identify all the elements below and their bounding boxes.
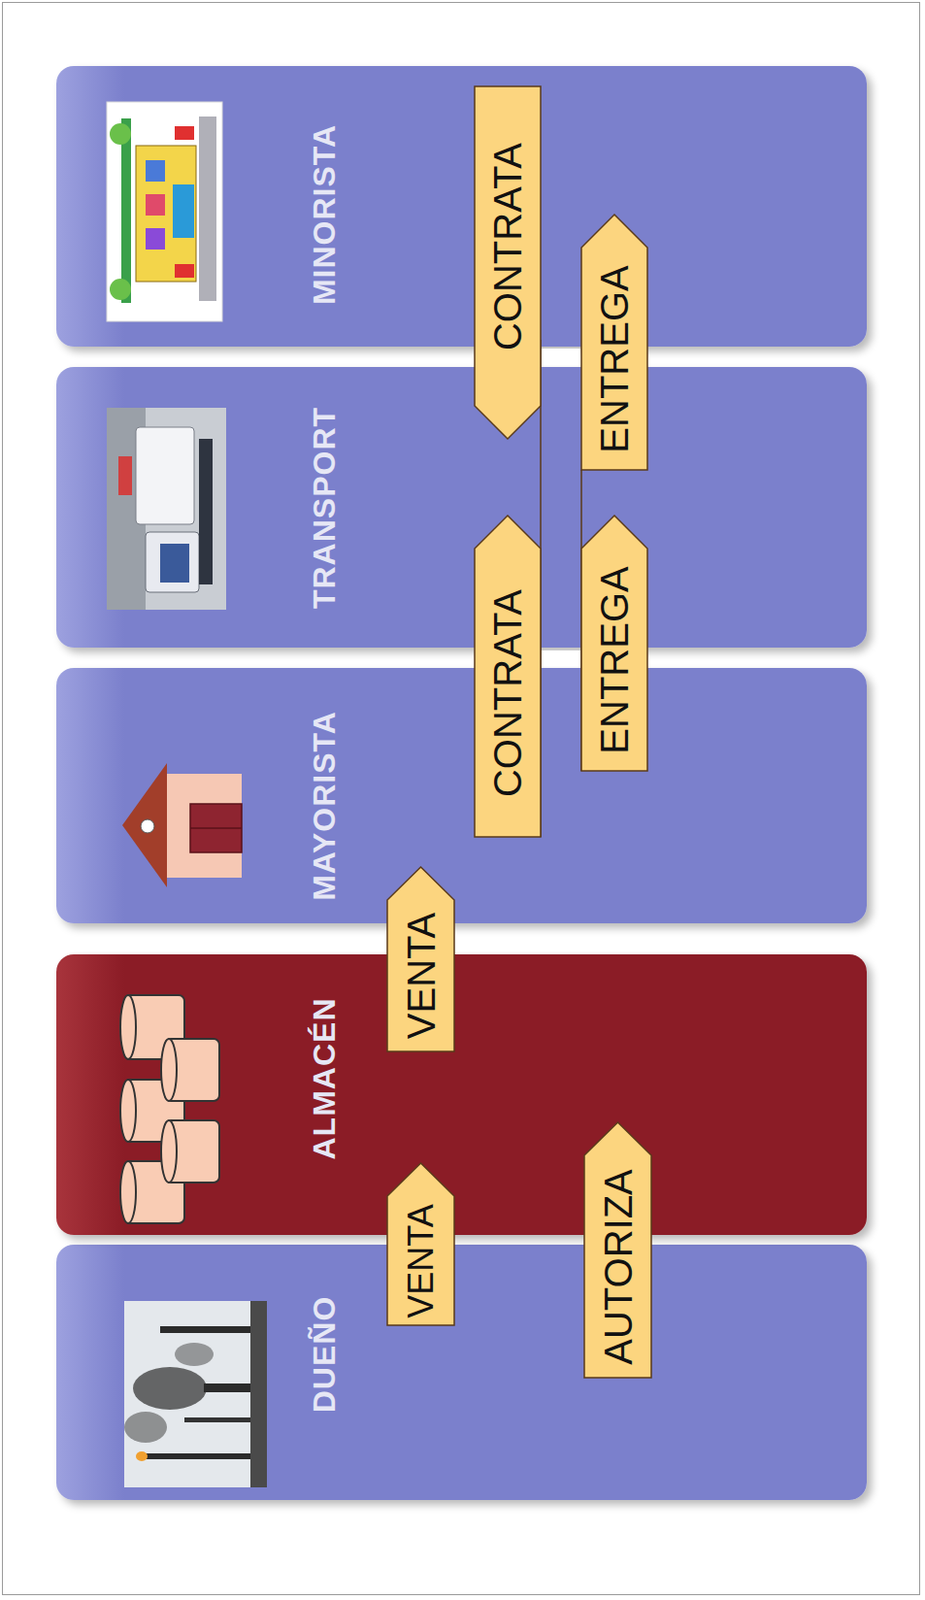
door-line bbox=[190, 826, 242, 829]
stage-band: TRANSPORT bbox=[56, 366, 867, 648]
arrow-tag-fill bbox=[584, 1122, 652, 1378]
tree bbox=[109, 278, 132, 300]
tank bbox=[165, 1038, 220, 1101]
flame bbox=[135, 1451, 148, 1461]
stage-band: MAYORISTA bbox=[56, 667, 867, 924]
canopy bbox=[121, 118, 132, 303]
bridge bbox=[541, 650, 581, 666]
arrow-tag: ENTREGA bbox=[581, 214, 648, 470]
photo-ground bbox=[106, 407, 227, 610]
arrow-tag: CONTRATA bbox=[474, 515, 541, 837]
station-window bbox=[145, 228, 166, 250]
station-illustration bbox=[106, 101, 223, 322]
tree bbox=[109, 123, 132, 145]
bridge bbox=[541, 348, 581, 365]
house-door bbox=[190, 803, 242, 853]
truck-stripe bbox=[118, 456, 133, 496]
tank bbox=[124, 1160, 185, 1223]
tank-cap bbox=[120, 1160, 136, 1223]
trucks-photo bbox=[106, 407, 227, 610]
forecourt bbox=[198, 116, 217, 301]
smoke bbox=[132, 1366, 207, 1410]
tank bbox=[165, 1120, 220, 1183]
house-icon bbox=[122, 762, 242, 888]
arrow-tag: CONTRATA bbox=[474, 86, 541, 439]
smokestack bbox=[203, 1383, 258, 1392]
arrow-tag-fill bbox=[474, 86, 541, 439]
truck-wheels bbox=[198, 438, 213, 585]
edge-label: VENTA bbox=[403, 1203, 439, 1318]
edge-label: AUTORIZA bbox=[598, 1168, 638, 1365]
smokestack bbox=[145, 1453, 258, 1459]
photo-sky bbox=[124, 1300, 267, 1487]
arrow-tag-fill bbox=[581, 214, 648, 470]
pump bbox=[174, 126, 195, 140]
truck-cab bbox=[145, 531, 199, 593]
arrow-tag: VENTA bbox=[387, 866, 455, 1052]
edge-label: ENTREGA bbox=[594, 264, 634, 453]
station-building bbox=[135, 145, 197, 282]
smokestack bbox=[160, 1325, 258, 1333]
band-title: ALMACÉN bbox=[308, 997, 340, 1160]
edge-label: CONTRATA bbox=[488, 141, 528, 350]
edge-label: VENTA bbox=[401, 912, 441, 1039]
edge-label: ENTREGA bbox=[594, 565, 634, 754]
industry-photo bbox=[124, 1300, 267, 1487]
arrow-tag-fill bbox=[387, 866, 455, 1052]
smoke bbox=[124, 1411, 167, 1443]
station-window bbox=[145, 194, 166, 216]
ground bbox=[250, 1300, 267, 1487]
arrow-tag: ENTREGA bbox=[581, 515, 648, 771]
arrow-tag-fill bbox=[474, 515, 541, 837]
house-roof bbox=[122, 762, 167, 888]
stage-band: DUEÑO bbox=[56, 1244, 867, 1500]
stage-band: MINORISTA bbox=[56, 66, 867, 347]
tank-cap bbox=[161, 1038, 177, 1101]
roof-window bbox=[140, 819, 155, 833]
tank-cap bbox=[161, 1120, 177, 1183]
arrow-tag-fill bbox=[387, 1162, 455, 1325]
band-title: TRANSPORT bbox=[308, 406, 340, 609]
illustration-ground bbox=[106, 101, 223, 322]
house-wall bbox=[165, 773, 242, 878]
station-window bbox=[145, 160, 166, 182]
tank bbox=[124, 1079, 185, 1142]
bridge-lines bbox=[540, 339, 582, 837]
arrow-tag: VENTA bbox=[387, 1162, 455, 1325]
tank-cap bbox=[120, 994, 136, 1059]
pump bbox=[174, 264, 195, 278]
tank-group bbox=[120, 994, 220, 1223]
stage-band: ALMACÉN bbox=[56, 954, 867, 1235]
band-title: MINORISTA bbox=[308, 124, 340, 305]
photo-background bbox=[106, 407, 146, 610]
arrow-tag: AUTORIZA bbox=[584, 1122, 652, 1378]
smoke bbox=[174, 1342, 214, 1366]
arrow-tag-fill bbox=[581, 515, 648, 771]
truck-trailer bbox=[135, 427, 195, 525]
edge-label: CONTRATA bbox=[488, 588, 528, 796]
station-door bbox=[172, 184, 195, 238]
band-title: DUEÑO bbox=[308, 1295, 340, 1414]
band-title: MAYORISTA bbox=[308, 710, 340, 901]
truck-window bbox=[160, 543, 190, 583]
tank bbox=[124, 994, 185, 1059]
smokestack bbox=[184, 1417, 258, 1422]
tank-cap bbox=[120, 1079, 136, 1142]
